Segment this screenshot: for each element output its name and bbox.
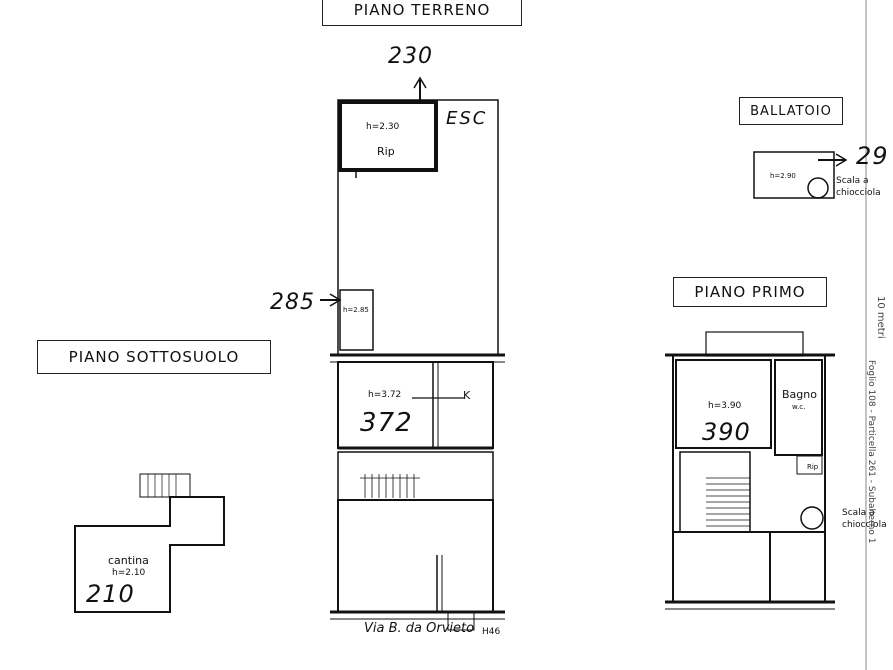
ballatoio-stair-label-1: Scala a <box>836 176 869 186</box>
terreno-street-number: H46 <box>482 627 501 637</box>
title-ballatoio: BALLATOIO <box>739 97 843 125</box>
terreno-rip-room <box>338 100 438 172</box>
primo-main-room <box>675 359 772 449</box>
terreno-stair-band <box>337 451 494 501</box>
ballatoio-height-big: 29 <box>856 142 889 170</box>
terreno-main-height: h=3.72 <box>368 390 402 400</box>
ballatoio-room <box>753 151 835 199</box>
sottosuolo-height: h=2.10 <box>112 568 146 578</box>
ballatoio-height-small: h=2.90 <box>770 172 796 180</box>
sottosuolo-big: 210 <box>86 580 135 608</box>
margin-scale: 10 metri <box>875 296 886 339</box>
terreno-small-room <box>339 289 374 351</box>
terreno-main-mark: K <box>463 389 471 402</box>
title-ballatoio-text: BALLATOIO <box>750 103 832 119</box>
title-piano-primo: PIANO PRIMO <box>673 277 827 307</box>
terreno-lower-room <box>337 499 494 613</box>
terreno-rip-label: Rip <box>377 145 395 158</box>
primo-rip <box>796 455 823 475</box>
title-piano-sottosuolo-text: PIANO SOTTOSUOLO <box>68 348 240 366</box>
terreno-esc-label: ESC <box>446 108 488 129</box>
ballatoio-stair-label-2: chiocciola <box>836 188 881 198</box>
primo-stair-label-2: chiocciola <box>842 520 887 530</box>
title-piano-terreno: PIANO TERRENO <box>322 0 522 26</box>
title-piano-sottosuolo: PIANO SOTTOSUOLO <box>37 340 271 374</box>
sottosuolo-cantina <box>74 496 225 613</box>
title-piano-terreno-text: PIANO TERRENO <box>353 1 491 19</box>
title-piano-primo-text: PIANO PRIMO <box>694 283 806 301</box>
terreno-upper-room <box>337 99 499 356</box>
terreno-main-big: 372 <box>360 408 413 438</box>
terreno-top-height: 230 <box>388 44 433 69</box>
terreno-street: Via B. da Orvieto <box>364 621 475 636</box>
primo-room-big: 390 <box>702 418 751 446</box>
primo-stair-label-1: Scala a <box>842 508 875 518</box>
primo-bagno: Bagno <box>782 388 817 401</box>
sottosuolo-cantina: cantina <box>108 554 149 567</box>
primo-bagno <box>774 359 823 456</box>
primo-wc: w.c. <box>792 403 806 411</box>
terreno-side-height: 285 <box>270 290 315 315</box>
primo-room-height: h=3.90 <box>708 401 742 411</box>
primo-rip: Rip <box>807 463 819 471</box>
terreno-rip-height: h=2.30 <box>366 122 400 132</box>
margin-ref: Foglio 108 - Particella 261 - Subalterno… <box>866 360 876 544</box>
terreno-small-room-height: h=2.85 <box>343 306 369 314</box>
